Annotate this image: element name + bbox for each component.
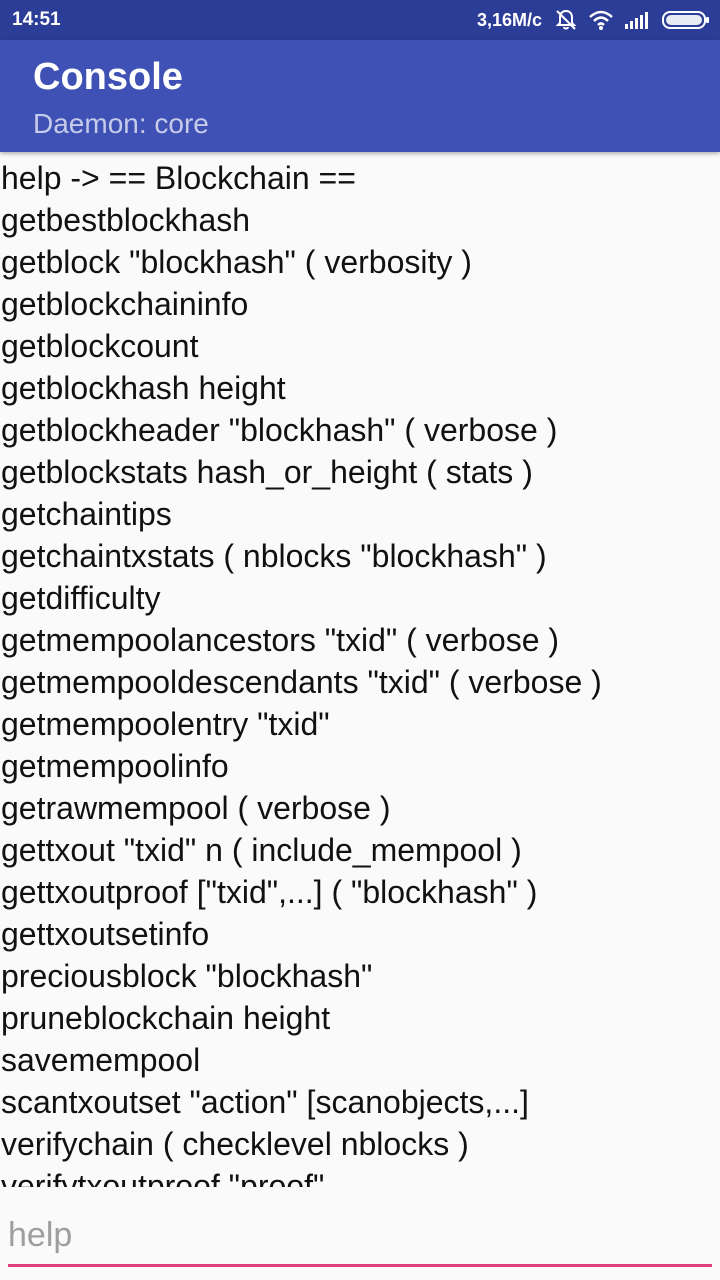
console-line: getblockheader "blockhash" ( verbose ) [1,412,558,448]
status-indicators: 3,16M/c [477,6,710,34]
console-line: getdifficulty [1,580,161,616]
console-line: gettxout "txid" n ( include_mempool ) [1,832,522,868]
command-input-container [8,1208,712,1268]
console-line: savemempool [1,1042,201,1078]
console-line: getbestblockhash [1,202,251,238]
wifi-icon [588,9,614,31]
console-line: getblockcount [1,328,199,364]
console-line: scantxoutset "action" [scanobjects,...] [1,1084,529,1120]
console-line: preciousblock "blockhash" [1,958,373,994]
console-line: getchaintips [1,496,172,532]
console-line: verifychain ( checklevel nblocks ) [1,1126,469,1162]
console-line: gettxoutsetinfo [1,916,210,952]
battery-icon [662,10,710,30]
console-line: getblockhash height [1,370,286,406]
daemon-subtitle: Daemon: core [33,108,209,139]
console-line: help -> == Blockchain == [1,160,356,196]
page-title: Console [33,56,183,98]
input-underline [8,1264,712,1267]
network-speed: 3,16M/c [476,9,542,30]
status-bar: 14:51 3,16M/c [0,0,720,40]
app-bar: Console Daemon: core [0,40,720,152]
console-line: getblockchaininfo [1,286,249,322]
status-time: 14:51 [12,9,61,30]
console-output[interactable]: help -> == Blockchain == getbestblockhash… [1,157,716,1187]
console-line: getmempoolancestors "txid" ( verbose ) [1,622,560,658]
console-line: getmempoolentry "txid" [1,706,330,742]
console-line: pruneblockchain height [1,1000,331,1036]
console-line: getchaintxstats ( nblocks "blockhash" ) [1,538,547,574]
console-line: verifytxoutproof "proof" [1,1168,325,1187]
signal-icon [624,10,652,30]
console-line: getrawmempool ( verbose ) [1,790,391,826]
console-line: getblock "blockhash" ( verbosity ) [1,244,472,280]
console-line: getmempoolinfo [1,748,229,784]
console-line: gettxoutproof ["txid",...] ( "blockhash"… [1,874,538,910]
command-input[interactable] [8,1208,712,1262]
notifications-off-icon [554,8,578,32]
console-line: getmempooldescendants "txid" ( verbose ) [1,664,602,700]
console-line: getblockstats hash_or_height ( stats ) [1,454,533,490]
